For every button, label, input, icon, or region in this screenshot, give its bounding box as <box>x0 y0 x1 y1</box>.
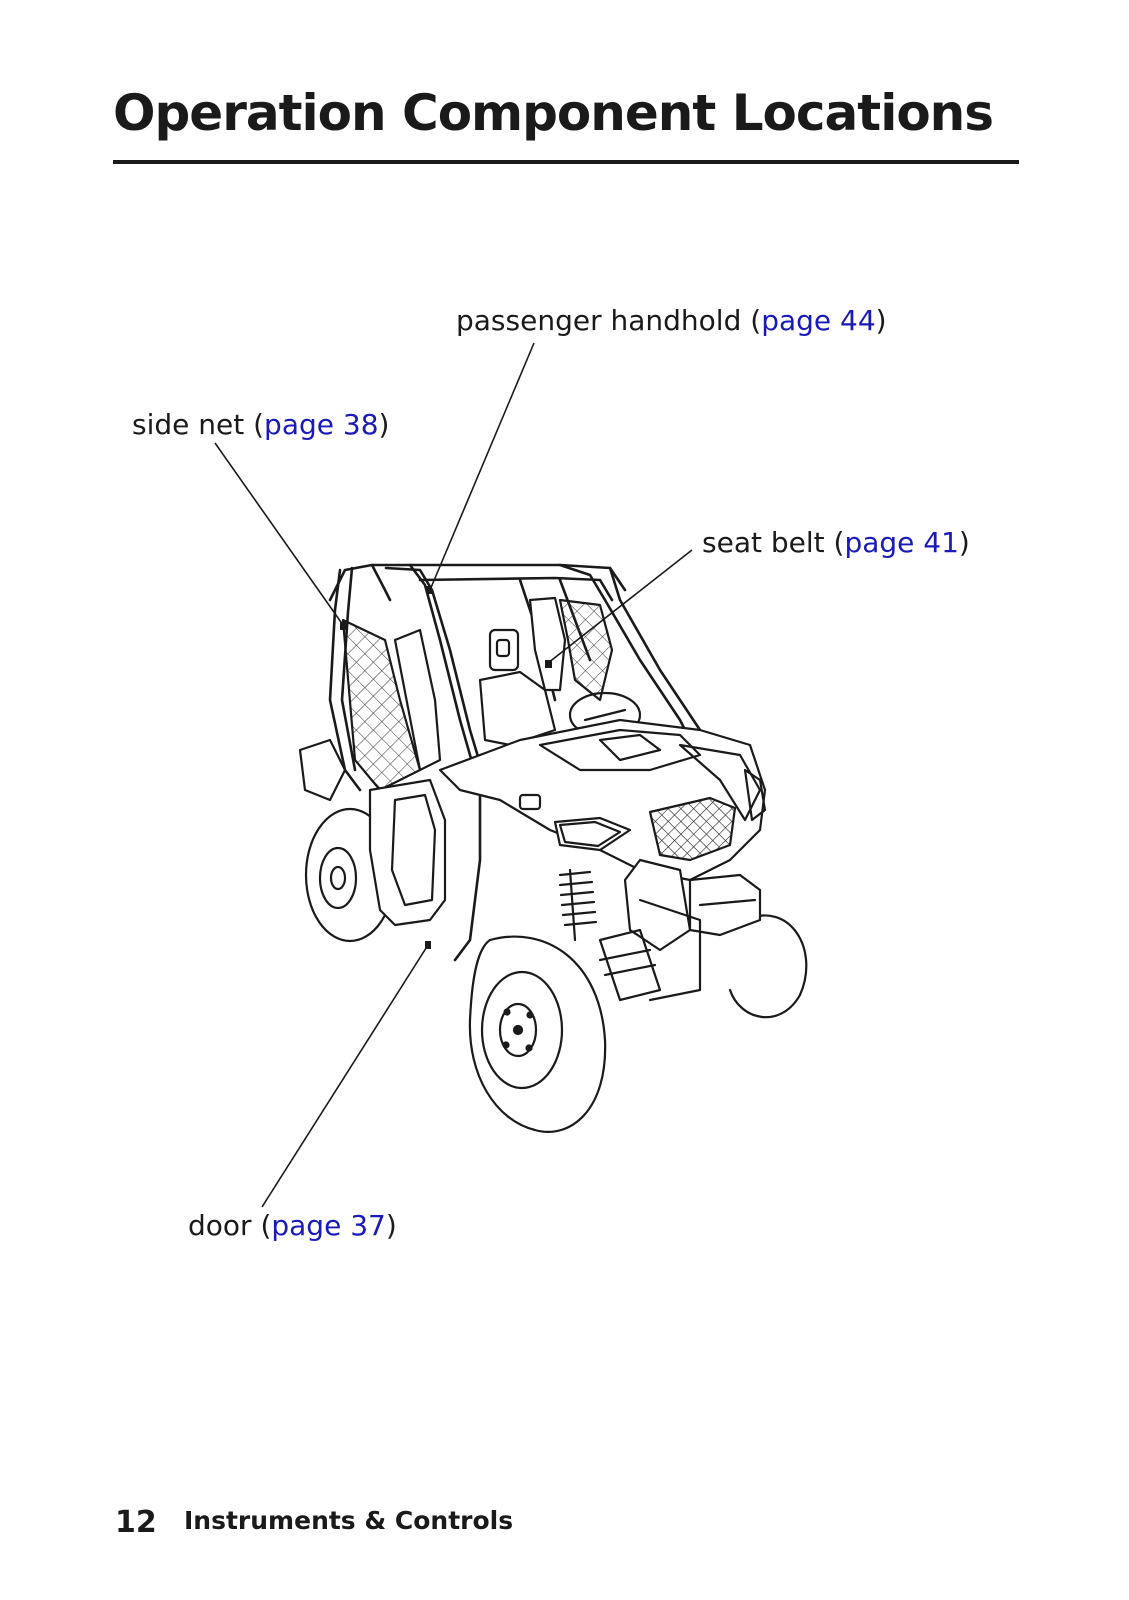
rear-wheel-right <box>728 914 808 1019</box>
callout-label: door <box>188 1209 252 1242</box>
front-wheel <box>468 935 607 1133</box>
leader-handhold <box>429 342 535 591</box>
grille <box>648 796 737 862</box>
leader-sidenet <box>214 442 344 626</box>
callout-label: side net <box>132 408 245 441</box>
roll-cage <box>328 563 714 962</box>
callout-door: door (page 37) <box>188 1209 397 1242</box>
callout-passenger-handhold: passenger handhold (page 44) <box>456 304 887 337</box>
callout-seat-belt: seat belt (page 41) <box>702 526 970 559</box>
mirror <box>488 628 520 672</box>
callout-label: seat belt <box>702 526 825 559</box>
door <box>368 778 447 927</box>
page-number: 12 <box>115 1505 157 1540</box>
page-link[interactable]: page 44 <box>761 304 876 337</box>
title-rule <box>113 160 1019 164</box>
page-title: Operation Component Locations <box>113 84 994 142</box>
headlight <box>518 793 632 852</box>
leader-door <box>261 944 429 1208</box>
page-link[interactable]: page 37 <box>271 1209 386 1242</box>
seats <box>393 596 567 772</box>
page-link[interactable]: page 38 <box>264 408 379 441</box>
callout-label: passenger handhold <box>456 304 742 337</box>
section-title: Instruments & Controls <box>184 1506 514 1535</box>
front-suspension <box>558 868 702 1002</box>
side-net-right <box>558 598 614 702</box>
callout-side-net: side net (page 38) <box>132 408 390 441</box>
leader-seatbelt <box>547 549 693 664</box>
page-link[interactable]: page 41 <box>844 526 959 559</box>
